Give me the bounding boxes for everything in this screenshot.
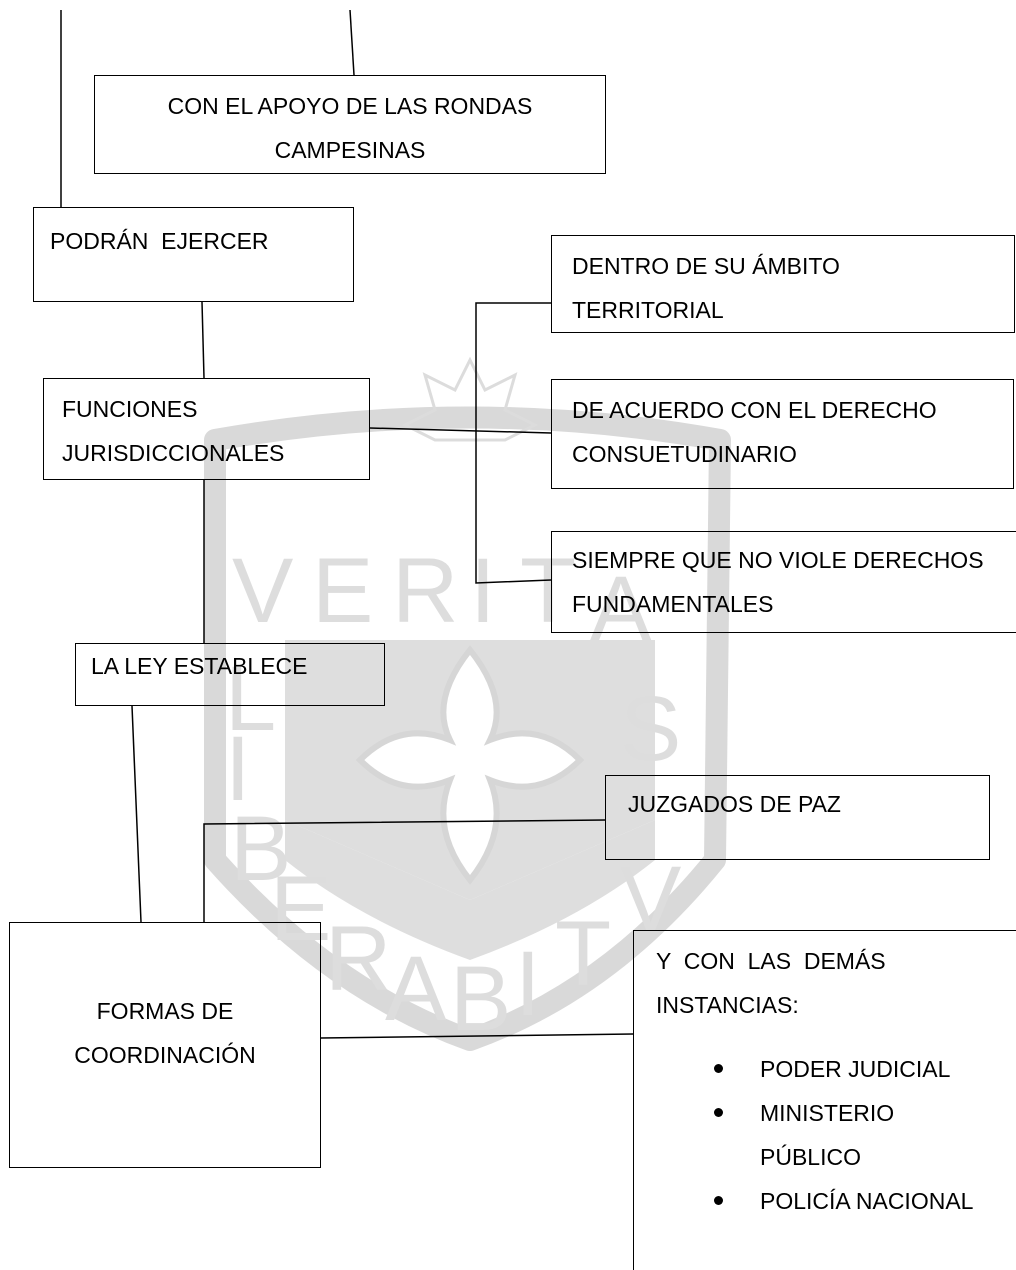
watermark-letter: R xyxy=(392,540,458,642)
ley-establece-box: LA LEY ESTABLECE xyxy=(75,643,385,706)
bullet-icon xyxy=(714,1108,723,1117)
box-text-line: CONSUETUDINARIO xyxy=(572,441,797,467)
connector-line xyxy=(320,1033,634,1039)
star-icon xyxy=(401,356,539,442)
watermark-letter: T xyxy=(555,903,611,1005)
watermark-letter: B xyxy=(450,948,511,1050)
funciones-jurisdiccionales-box: FUNCIONES JURISDICCIONALES xyxy=(43,378,370,480)
watermark-letter: B xyxy=(230,798,291,900)
podran-ejercer-box: PODRÁN EJERCER xyxy=(33,207,354,302)
demas-instancias-box: Y CON LAS DEMÁS INSTANCIAS: PODER JUDICI… xyxy=(633,930,1016,1270)
cross-icon xyxy=(355,645,585,885)
box-text-line: TERRITORIAL xyxy=(572,297,724,323)
list-item: POLICÍA NACIONAL xyxy=(656,1179,990,1223)
box-text-line: INSTANCIAS: xyxy=(656,992,799,1018)
list-item: MINISTERIO PÚBLICO xyxy=(656,1091,990,1179)
watermark-letter: I xyxy=(515,933,541,1035)
formas-de-coordinacion-box: FORMAS DE COORDINACIÓN xyxy=(9,922,321,1168)
ambito-territorial-box: DENTRO DE SU ÁMBITO TERRITORIAL xyxy=(551,235,1015,333)
box-text-line: COORDINACIÓN xyxy=(74,1042,256,1068)
instancias-list: PODER JUDICIAL MINISTERIO PÚBLICO POLICÍ… xyxy=(656,1047,1016,1223)
watermark-letter: A xyxy=(385,938,447,1040)
box-text-line: FUNDAMENTALES xyxy=(572,591,774,617)
bullet-icon xyxy=(714,1064,723,1073)
box-text-line: Y CON LAS DEMÁS xyxy=(656,948,886,974)
box-text-line: JUZGADOS DE PAZ xyxy=(628,791,841,817)
connector-line xyxy=(131,705,142,923)
list-item-label: POLICÍA NACIONAL xyxy=(760,1188,974,1214)
box-text-line: CON EL APOYO DE LAS RONDAS xyxy=(167,93,533,119)
watermark-letter: I xyxy=(225,718,251,820)
watermark-letter: I xyxy=(470,540,496,642)
list-item: PODER JUDICIAL xyxy=(656,1047,990,1091)
box-text-line: CAMPESINAS xyxy=(274,137,426,163)
connector-line xyxy=(369,427,552,434)
box-text-line: PODRÁN EJERCER xyxy=(50,228,269,254)
box-text-line: JURISDICCIONALES xyxy=(62,440,285,466)
box-text-line: DENTRO DE SU ÁMBITO xyxy=(572,253,840,279)
box-text-line: SIEMPRE QUE NO VIOLE DERECHOS xyxy=(572,547,984,573)
shield-quarter-icon xyxy=(470,640,655,900)
watermark-letter: S xyxy=(620,678,681,780)
rondas-campesinas-box: CON EL APOYO DE LAS RONDAS CAMPESINAS xyxy=(94,75,606,174)
list-item-label: MINISTERIO PÚBLICO xyxy=(760,1100,895,1170)
derechos-fundamentales-box: SIEMPRE QUE NO VIOLE DERECHOS FUNDAMENTA… xyxy=(551,531,1016,633)
bullet-icon xyxy=(714,1196,723,1205)
connector-line xyxy=(349,9,355,76)
box-text-line: FORMAS DE xyxy=(96,998,234,1024)
box-text-line: FUNCIONES xyxy=(62,396,198,422)
connector-bracket xyxy=(475,302,552,584)
box-text-line: LA LEY ESTABLECE xyxy=(91,653,308,679)
list-item-label: PODER JUDICIAL xyxy=(760,1056,951,1082)
watermark-letter: R xyxy=(325,908,391,1010)
juzgados-de-paz-box: JUZGADOS DE PAZ xyxy=(605,775,990,860)
box-text-line: DE ACUERDO CON EL DERECHO xyxy=(572,397,937,423)
connector-line xyxy=(201,301,205,379)
watermark-letter: E xyxy=(312,540,373,642)
connector-line xyxy=(203,819,606,922)
watermark-letter: V xyxy=(232,540,293,642)
derecho-consuetudinario-box: DE ACUERDO CON EL DERECHO CONSUETUDINARI… xyxy=(551,379,1014,489)
